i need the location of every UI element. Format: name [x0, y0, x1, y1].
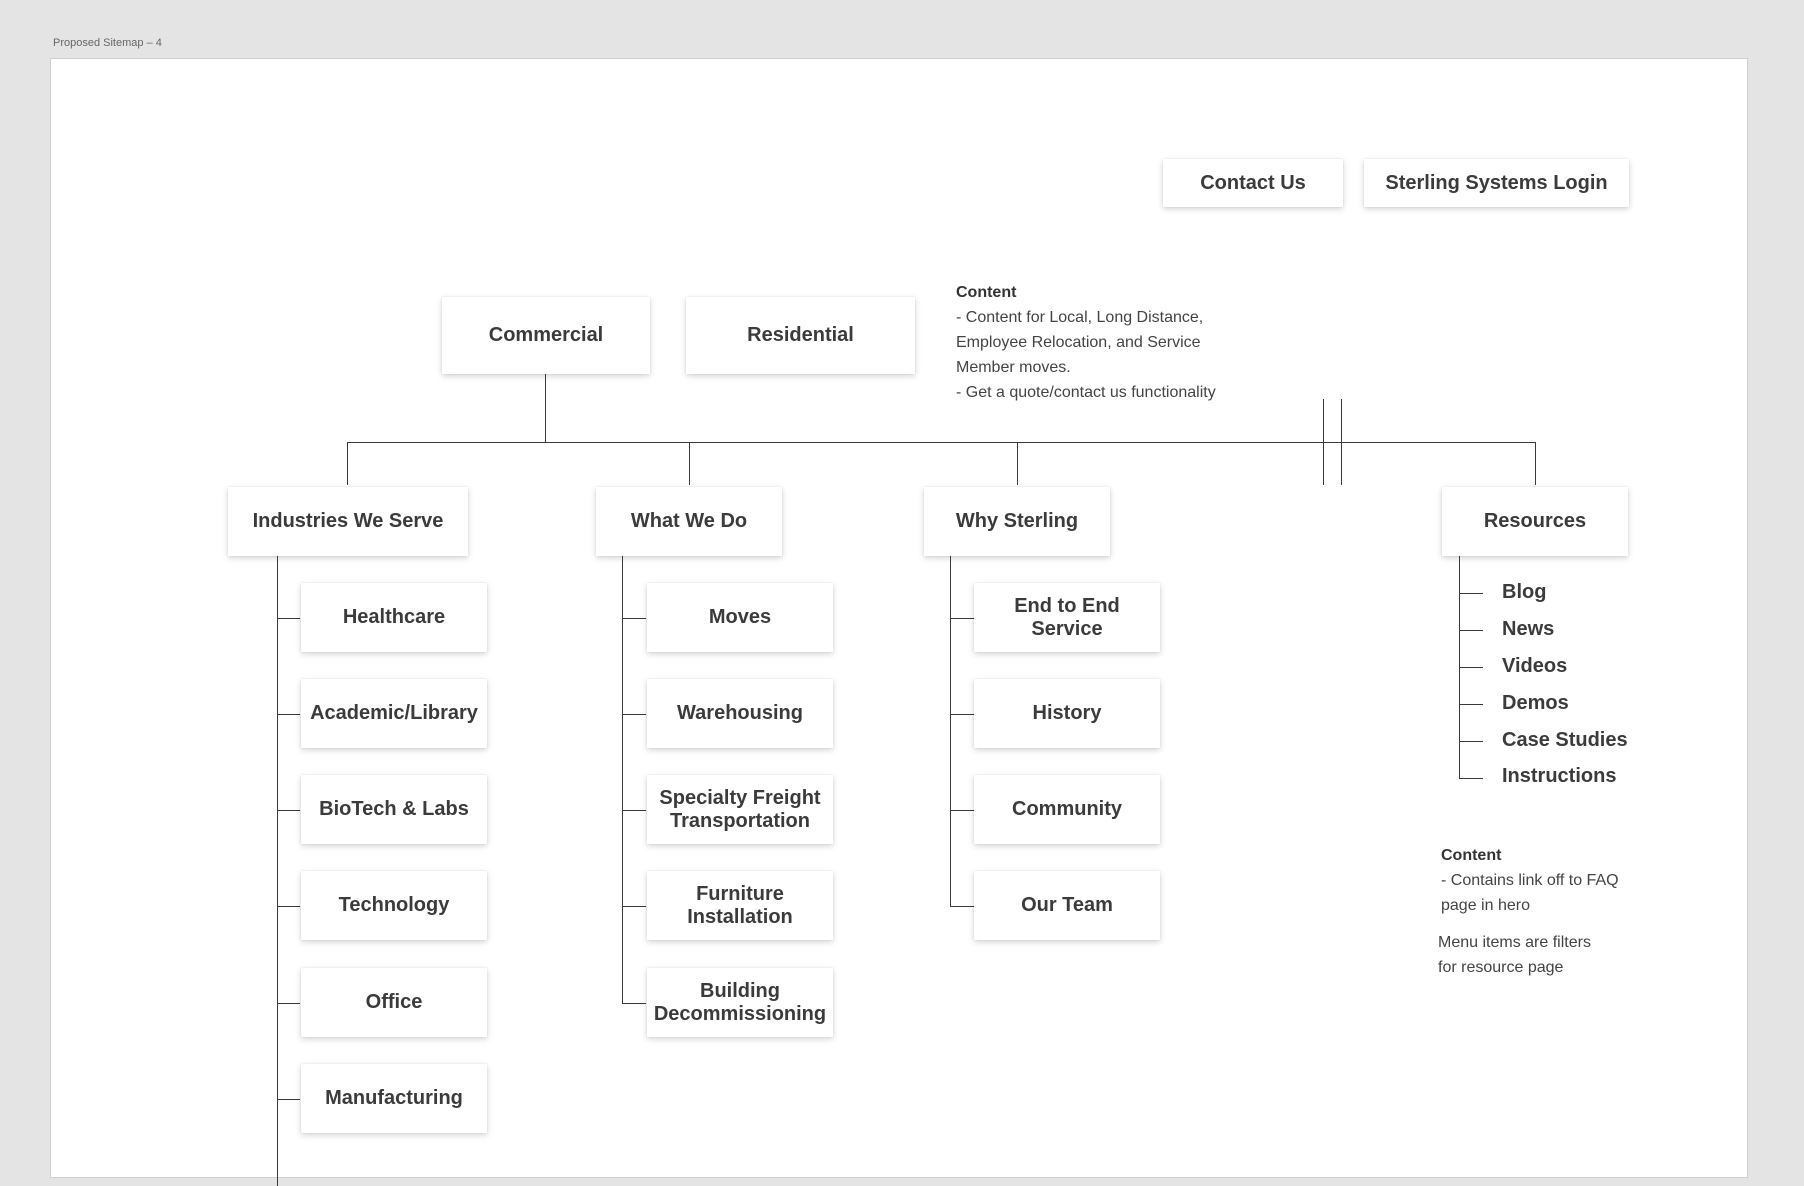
- service-label: Furniture Installation: [687, 882, 793, 928]
- why-sterling-label: Why Sterling: [955, 510, 1079, 532]
- resource-item[interactable]: Demos: [1502, 692, 1569, 714]
- connector-industries-branch: [277, 618, 300, 619]
- what-we-do-label: What We Do: [630, 510, 748, 532]
- residential-note-body: - Content for Local, Long Distance, Empl…: [956, 309, 1216, 401]
- resource-item[interactable]: Instructions: [1502, 765, 1617, 787]
- why-sterling-item-label: Our Team: [1021, 894, 1113, 916]
- service-label: Specialty Freight Transportation: [659, 786, 821, 832]
- connector-resources-branch: [1459, 593, 1483, 594]
- connector-commercial-down: [545, 374, 546, 442]
- resource-item[interactable]: Blog: [1502, 581, 1547, 603]
- residential-node[interactable]: Residential: [686, 297, 915, 374]
- connector-industries-branch: [277, 1003, 300, 1004]
- connector-whysterling-branch: [950, 906, 974, 907]
- connector-industries-down: [347, 442, 348, 485]
- industry-node[interactable]: Academic/Library: [301, 679, 487, 748]
- residential-content-note: Content - Content for Local, Long Distan…: [956, 255, 1276, 430]
- service-node[interactable]: Building Decommissioning: [647, 968, 833, 1037]
- service-label: Moves: [708, 606, 772, 628]
- connector-resources-branch: [1459, 778, 1483, 779]
- why-sterling-item-label: Community: [1012, 798, 1122, 820]
- connector-whatwedo-branch: [622, 618, 646, 619]
- connector-break-right: [1341, 399, 1342, 485]
- connector-industries-branch: [277, 810, 300, 811]
- connector-whysterling-branch: [950, 810, 974, 811]
- resource-item[interactable]: Videos: [1502, 655, 1568, 677]
- connector-industries-trunk: [277, 556, 278, 1186]
- resources-content-note: Content - Contains link off to FAQ page …: [1441, 818, 1681, 943]
- connector-main-bus: [347, 442, 1379, 443]
- connector-industries-branch: [277, 1099, 300, 1100]
- resource-item[interactable]: Case Studies: [1502, 729, 1628, 751]
- why-sterling-item-node[interactable]: End to End Service: [974, 583, 1160, 652]
- connector-whatwedo-branch: [622, 906, 646, 907]
- industry-label: BioTech & Labs: [319, 798, 469, 820]
- sterling-login-label: Sterling Systems Login: [1385, 171, 1608, 194]
- what-we-do-node[interactable]: What We Do: [596, 487, 782, 556]
- connector-whysterling-branch: [950, 714, 974, 715]
- industry-node[interactable]: Technology: [301, 871, 487, 940]
- service-label: Warehousing: [677, 702, 803, 724]
- connector-resources-bus: [1341, 442, 1536, 443]
- connector-resources-branch: [1459, 667, 1483, 668]
- residential-label: Residential: [747, 324, 854, 346]
- resources-filter-note: Menu items are filters for resource page: [1438, 934, 1591, 976]
- sitemap-artboard: Contact Us Sterling Systems Login Commer…: [50, 58, 1748, 1186]
- industry-node[interactable]: Manufacturing: [301, 1064, 487, 1133]
- connector-whysterling-branch: [950, 618, 974, 619]
- service-label: Building Decommissioning: [653, 979, 827, 1025]
- why-sterling-item-node[interactable]: History: [974, 679, 1160, 748]
- connector-whatwedo-branch: [622, 1003, 646, 1004]
- contact-us-label: Contact Us: [1200, 171, 1306, 194]
- residential-note-heading: Content: [956, 284, 1017, 301]
- why-sterling-item-node[interactable]: Community: [974, 775, 1160, 844]
- connector-whatwedo-branch: [622, 714, 646, 715]
- why-sterling-item-label: End to End Service: [1014, 594, 1120, 640]
- resources-label: Resources: [1483, 510, 1587, 532]
- why-sterling-item-node[interactable]: Our Team: [974, 871, 1160, 940]
- industry-node[interactable]: Office: [301, 968, 487, 1037]
- connector-resources-branch: [1459, 630, 1483, 631]
- resources-note-heading: Content: [1441, 847, 1502, 864]
- connector-whatwedo-branch: [622, 810, 646, 811]
- connector-resources-down: [1535, 442, 1536, 485]
- connector-resources-branch: [1459, 704, 1483, 705]
- resource-item[interactable]: News: [1502, 618, 1555, 640]
- industries-we-serve-node[interactable]: Industries We Serve: [228, 487, 468, 556]
- industry-node[interactable]: BioTech & Labs: [301, 775, 487, 844]
- industry-label: Healthcare: [342, 606, 446, 628]
- service-node[interactable]: Specialty Freight Transportation: [647, 775, 833, 844]
- industry-label: Manufacturing: [325, 1087, 463, 1109]
- why-sterling-node[interactable]: Why Sterling: [924, 487, 1110, 556]
- why-sterling-item-label: History: [1032, 702, 1102, 724]
- resources-note-body: - Contains link off to FAQ page in hero: [1441, 872, 1619, 914]
- connector-industries-branch: [277, 714, 300, 715]
- frame-label: Proposed Sitemap – 4: [53, 37, 162, 49]
- industry-label: Office: [365, 991, 423, 1013]
- service-node[interactable]: Warehousing: [647, 679, 833, 748]
- industry-node[interactable]: Healthcare: [301, 583, 487, 652]
- industry-label: Academic/Library: [310, 702, 478, 724]
- sterling-login-node[interactable]: Sterling Systems Login: [1364, 159, 1629, 207]
- industry-label: Technology: [338, 894, 450, 916]
- commercial-node[interactable]: Commercial: [442, 297, 650, 374]
- commercial-label: Commercial: [488, 324, 604, 346]
- industries-we-serve-label: Industries We Serve: [252, 510, 444, 532]
- contact-us-node[interactable]: Contact Us: [1163, 159, 1343, 207]
- resources-node[interactable]: Resources: [1442, 487, 1628, 556]
- connector-whysterling-trunk: [950, 556, 951, 906]
- connector-whatwedo-down: [689, 442, 690, 485]
- service-node[interactable]: Furniture Installation: [647, 871, 833, 940]
- connector-industries-branch: [277, 906, 300, 907]
- connector-whysterling-down: [1017, 442, 1018, 485]
- connector-whatwedo-trunk: [622, 556, 623, 1003]
- connector-break-left: [1323, 399, 1324, 485]
- service-node[interactable]: Moves: [647, 583, 833, 652]
- connector-resources-branch: [1459, 741, 1483, 742]
